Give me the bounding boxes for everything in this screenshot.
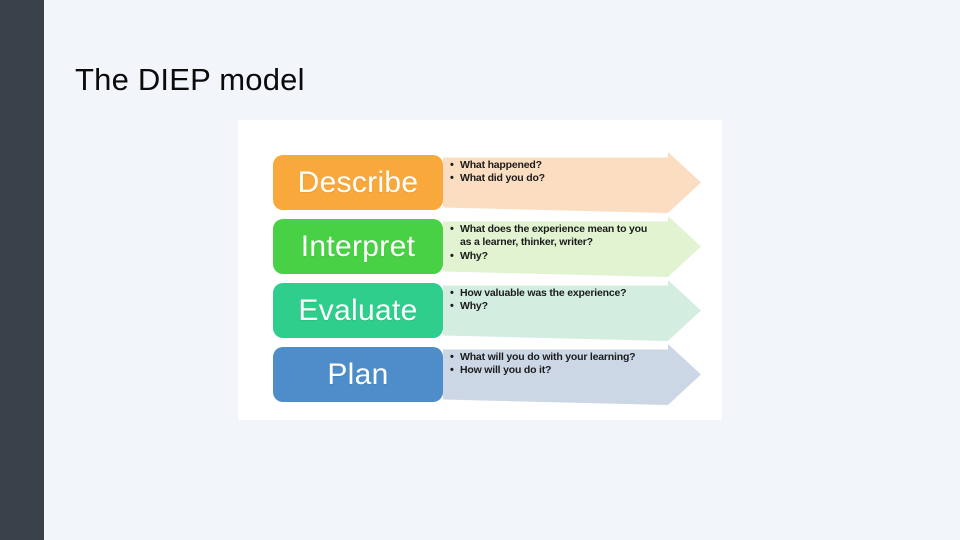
plan-bullet-list: What will you do with your learning? How… xyxy=(443,344,665,378)
stage-label-describe: Describe xyxy=(297,165,419,199)
evaluate-bullet-list: How valuable was the experience? Why? xyxy=(443,280,665,314)
stage-label-plan: Plan xyxy=(327,357,389,391)
bullet-item: What does the experience mean to you as … xyxy=(450,222,661,250)
stage-label-evaluate: Evaluate xyxy=(298,293,418,327)
bullet-item: How valuable was the experience? xyxy=(450,286,661,301)
describe-arrow-shape: What happened? What did you do? xyxy=(443,152,701,213)
bullet-item: Why? xyxy=(450,299,661,314)
diep-diagram-panel: What happened? What did you do? Describe… xyxy=(238,120,722,420)
stage-box-evaluate: Evaluate xyxy=(273,283,443,338)
stage-box-describe: Describe xyxy=(273,155,443,210)
evaluate-arrow-shape: How valuable was the experience? Why? xyxy=(443,280,701,341)
diep-row-interpret: What does the experience mean to you as … xyxy=(238,216,722,277)
interpret-arrow-shape: What does the experience mean to you as … xyxy=(443,216,701,277)
slide-title: The DIEP model xyxy=(75,62,305,97)
bullet-item: What did you do? xyxy=(450,171,661,186)
plan-arrow-shape: What will you do with your learning? How… xyxy=(443,344,701,405)
stage-box-interpret: Interpret xyxy=(273,219,443,274)
bullet-item: What will you do with your learning? xyxy=(450,350,661,365)
diep-row-plan: What will you do with your learning? How… xyxy=(238,344,722,405)
bullet-item: How will you do it? xyxy=(450,363,661,378)
describe-bullet-list: What happened? What did you do? xyxy=(443,152,665,186)
interpret-bullet-list: What does the experience mean to you as … xyxy=(443,216,665,263)
diep-row-evaluate: How valuable was the experience? Why? Ev… xyxy=(238,280,722,341)
bullet-item: What happened? xyxy=(450,158,661,173)
stage-label-interpret: Interpret xyxy=(300,229,416,263)
diep-row-describe: What happened? What did you do? Describe xyxy=(238,152,722,213)
bullet-item: Why? xyxy=(450,249,661,264)
left-accent-bar xyxy=(0,0,44,540)
stage-box-plan: Plan xyxy=(273,347,443,402)
